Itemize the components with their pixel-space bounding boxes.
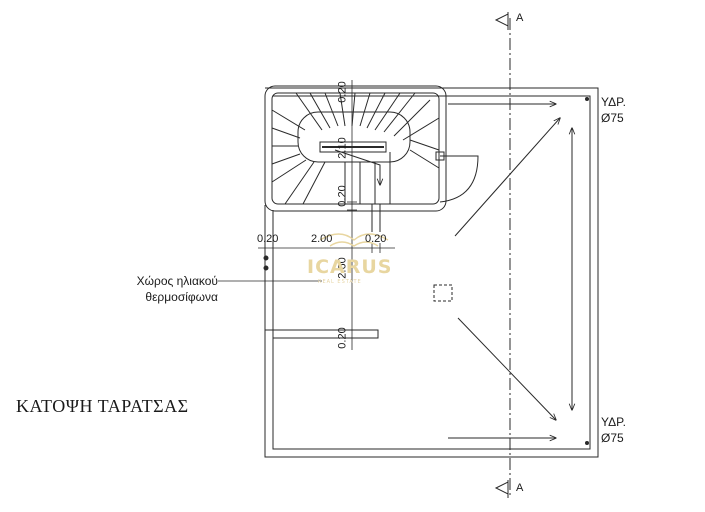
drain-label-top: ΥΔΡ. Ø75 bbox=[601, 94, 626, 126]
solar-heater-label: Χώρος ηλιακού θερμοσίφωνα bbox=[98, 273, 218, 305]
dim-v-5: 0.20 bbox=[336, 327, 349, 349]
drain-label-top-line1: ΥΔΡ. bbox=[601, 95, 626, 109]
section-line-a bbox=[494, 12, 511, 498]
solar-heater-label-line1: Χώρος ηλιακού bbox=[136, 274, 218, 288]
plan-title: ΚΑΤΟΨΗ ΤΑΡΑΤΣΑΣ bbox=[16, 396, 189, 416]
dim-v-1: 0.20 bbox=[336, 81, 349, 103]
watermark-brand: ICARUS bbox=[307, 256, 393, 278]
section-marker-top: A bbox=[516, 12, 524, 24]
dim-h-middle: 2.00 bbox=[311, 233, 333, 245]
dim-v-3: 0.20 bbox=[336, 185, 349, 207]
solar-heater-label-line2: θερμοσίφωνα bbox=[145, 290, 218, 304]
heater-area-walls bbox=[263, 204, 381, 339]
drain-label-bottom-line1: ΥΔΡ. bbox=[601, 415, 626, 429]
dim-v-2: 2.10 bbox=[336, 137, 349, 159]
dim-h-right: 0.20 bbox=[365, 233, 387, 245]
drain-label-top-line2: Ø75 bbox=[601, 111, 624, 125]
drain-label-bottom: ΥΔΡ. Ø75 bbox=[601, 414, 626, 446]
watermark-tagline: REAL ESTATE bbox=[318, 279, 362, 285]
drain-points bbox=[585, 97, 589, 445]
slope-arrows bbox=[448, 104, 572, 438]
watermark-emblem bbox=[319, 233, 389, 247]
dimension-lines bbox=[218, 80, 395, 350]
dim-h-left: 0.20 bbox=[257, 233, 279, 245]
stair-enclosure bbox=[264, 85, 479, 212]
drain-label-bottom-line2: Ø75 bbox=[601, 431, 624, 445]
section-marker-bottom: A bbox=[516, 482, 524, 494]
roof-hatch bbox=[433, 284, 453, 302]
